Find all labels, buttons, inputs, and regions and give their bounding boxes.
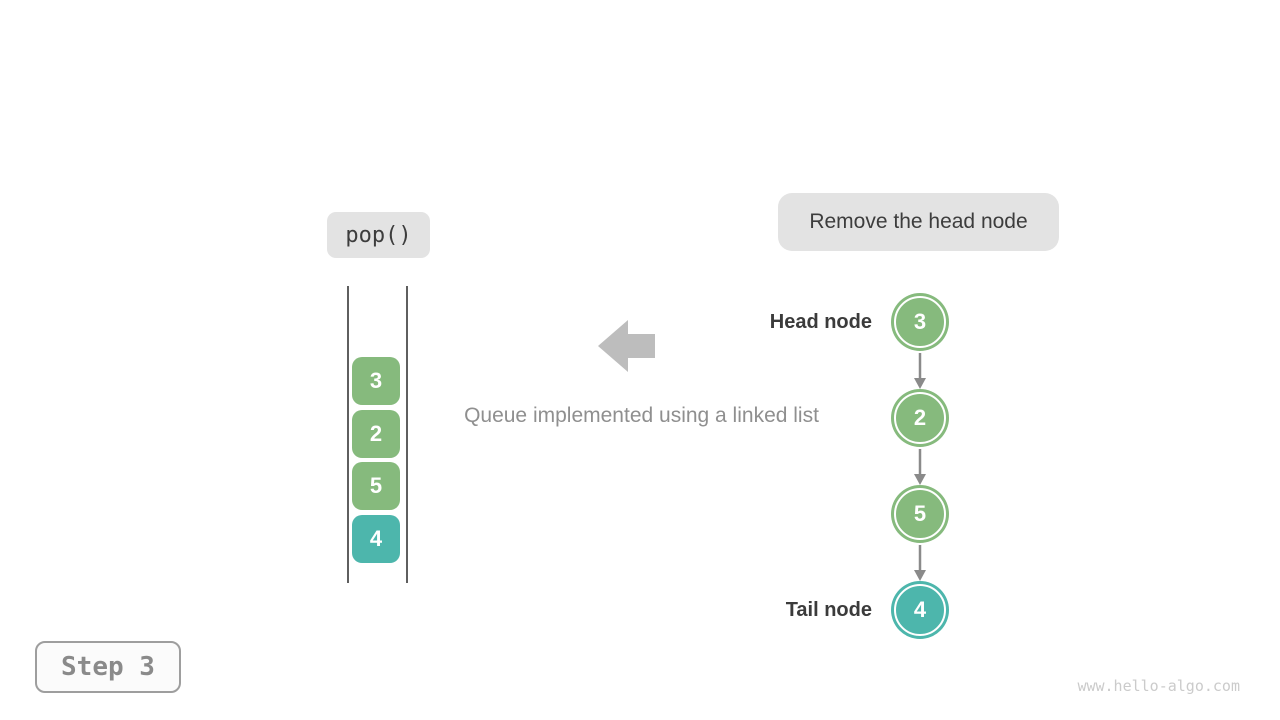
operation-label: pop() [327,212,430,258]
down-arrow-icon [914,545,926,581]
queue-container-right-wall [406,286,408,583]
list-node: 4 [894,584,946,636]
left-arrow-icon [598,320,655,372]
figure-caption: Queue implemented using a linked list [464,404,819,427]
head-node-label: Head node [769,311,872,333]
queue-item: 4 [352,515,400,563]
step-indicator: Step 3 [35,641,181,693]
queue-item: 5 [352,462,400,510]
list-node: 3 [894,296,946,348]
queue-item: 3 [352,357,400,405]
down-arrow-icon [914,449,926,485]
list-node: 5 [894,488,946,540]
list-node: 2 [894,392,946,444]
down-arrow-icon [914,353,926,389]
watermark: www.hello-algo.com [1077,677,1240,695]
annotation-label: Remove the head node [778,193,1059,251]
queue-item: 2 [352,410,400,458]
queue-container-left-wall [347,286,349,583]
tail-node-label: Tail node [785,599,872,621]
